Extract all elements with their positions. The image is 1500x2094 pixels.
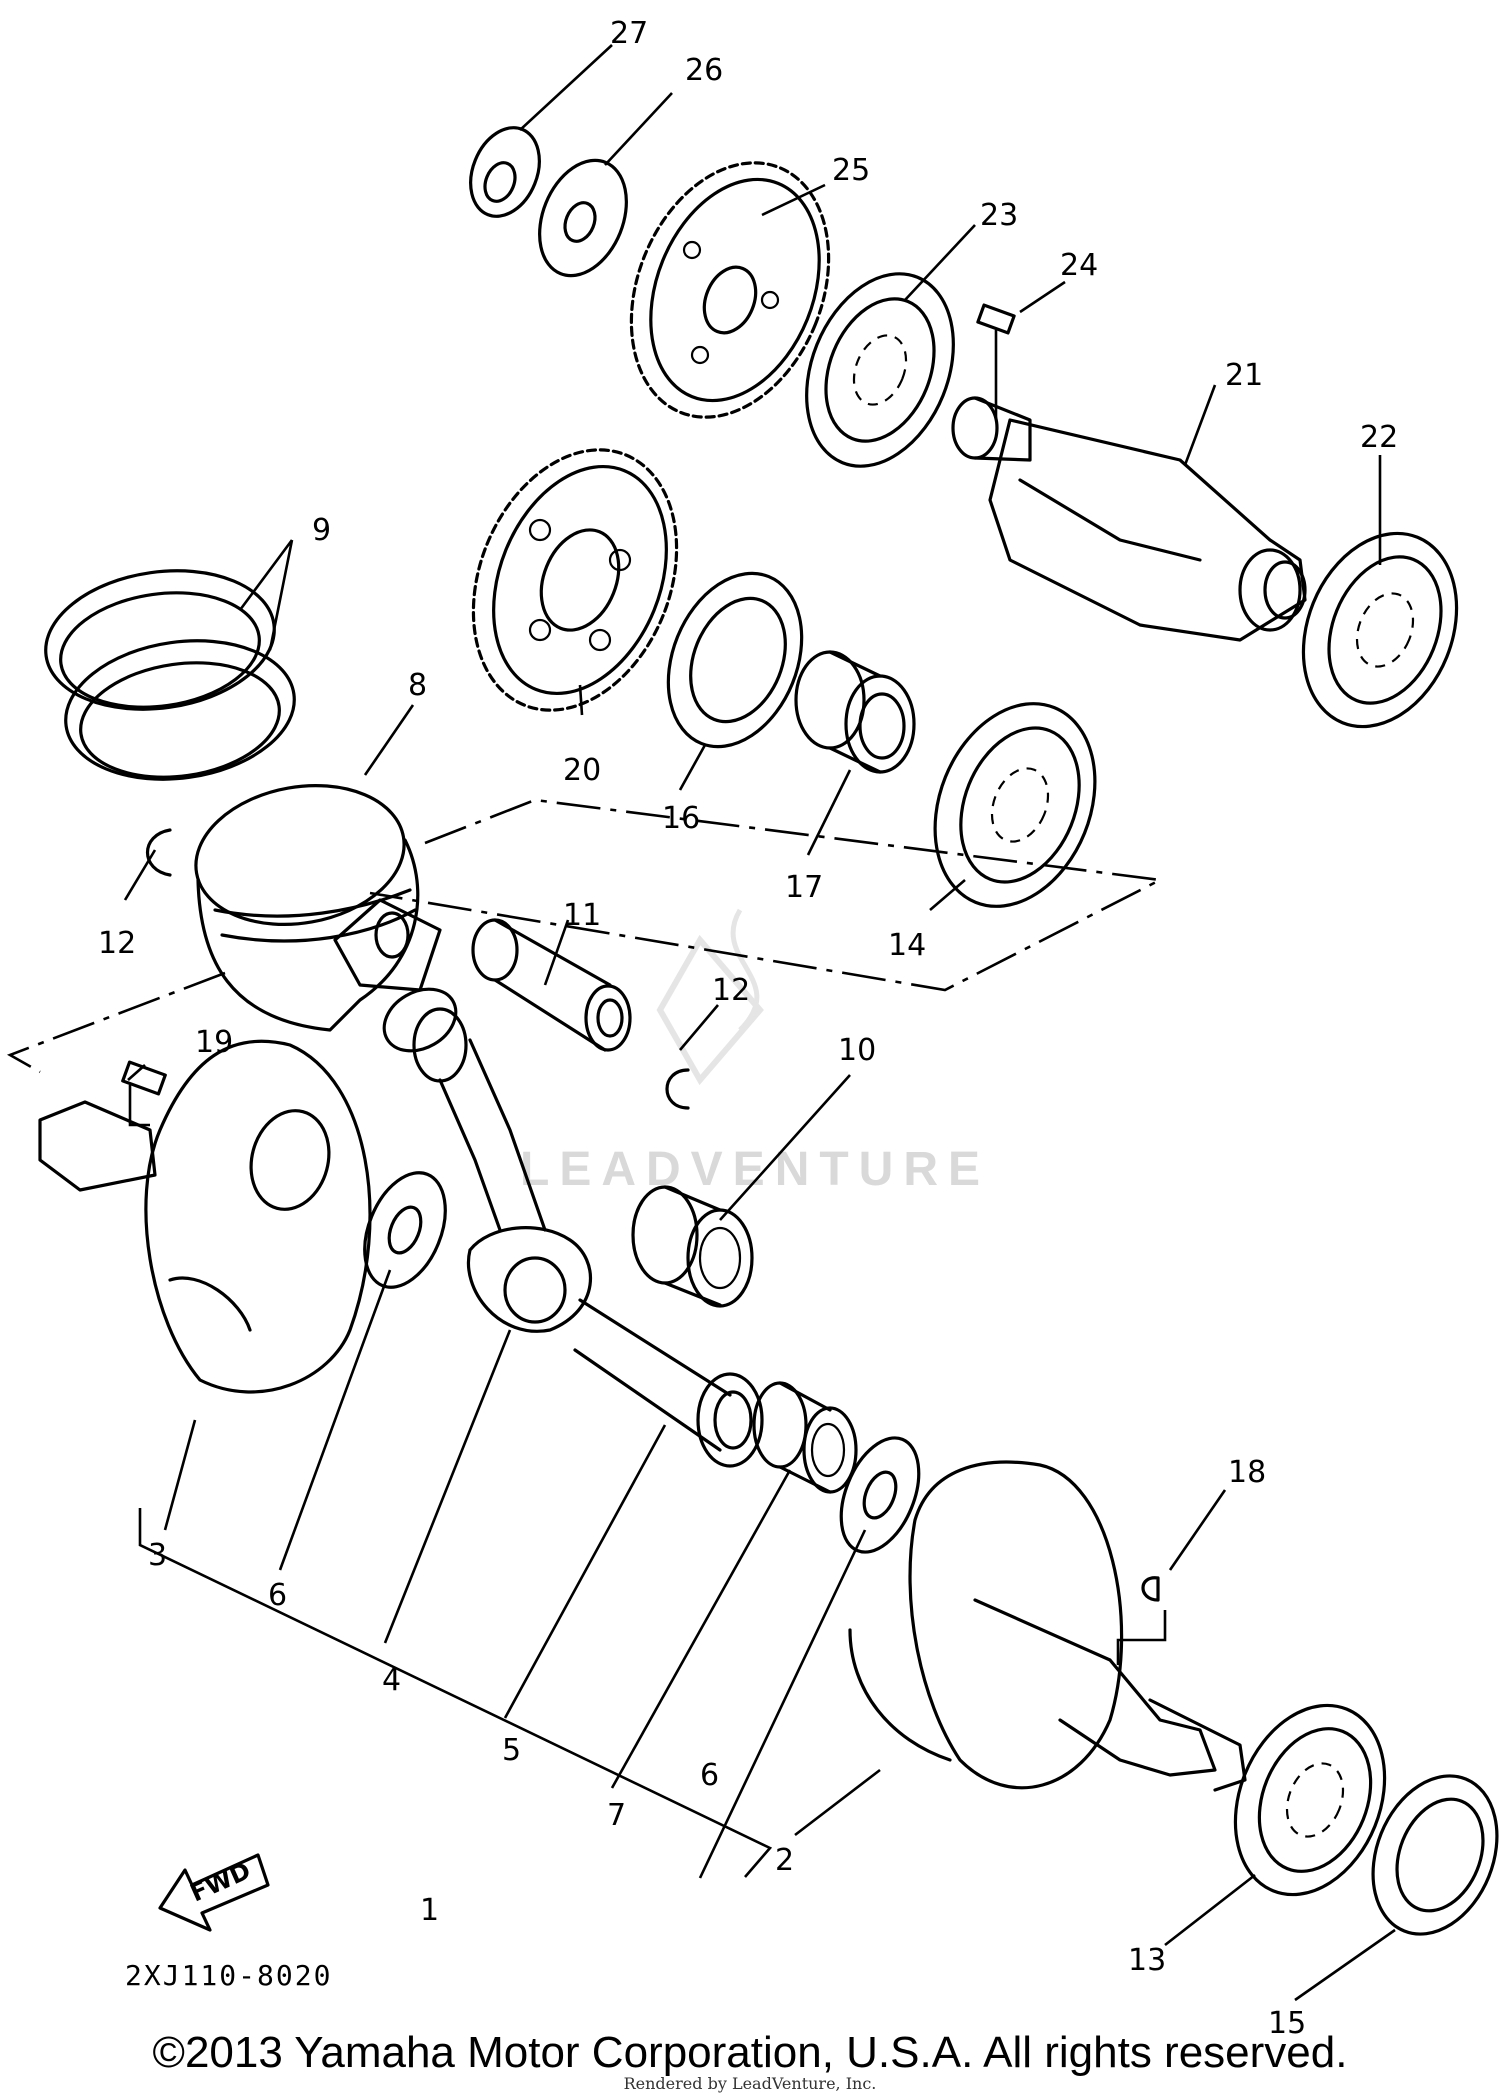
callout-3: 3 — [148, 1538, 167, 1573]
part-6-washer-left — [363, 1171, 447, 1289]
callout-20: 20 — [563, 753, 601, 788]
callout-2: 2 — [775, 1843, 794, 1878]
part-19-key — [121, 1060, 167, 1096]
callout-5: 5 — [502, 1733, 521, 1768]
part-25-gear — [629, 161, 831, 419]
part-24-key — [976, 303, 1016, 335]
watermark-text: LEADVENTURE — [520, 1143, 990, 1196]
callout-1: 1 — [420, 1893, 439, 1928]
part-6-washer-right — [839, 1436, 921, 1554]
part-9-piston-rings — [44, 569, 296, 781]
callout-9: 9 — [312, 513, 331, 548]
part-22-bearing — [1301, 531, 1459, 729]
part-7-needle-bearing — [752, 1381, 858, 1494]
callout-18: 18 — [1228, 1455, 1266, 1490]
callout-7: 7 — [607, 1798, 626, 1833]
callout-14: 14 — [888, 928, 926, 963]
fwd-arrow-icon: FWD — [158, 1853, 270, 1932]
part-5-crank-pin — [573, 1298, 764, 1468]
watermark-logo — [656, 908, 764, 1086]
callout-10: 10 — [838, 1033, 876, 1068]
callout-24: 24 — [1060, 248, 1098, 283]
part-17-collar — [794, 650, 916, 774]
part-20-gear — [471, 448, 679, 712]
part-12-clip-left — [145, 828, 172, 877]
rendered-by-credit: Rendered by LeadVenture, Inc. — [623, 2074, 877, 2093]
callout-21: 21 — [1225, 358, 1263, 393]
part-15-oil-seal — [1371, 1774, 1499, 1936]
part-12-clip-right — [665, 1068, 690, 1110]
callout-12-left: 12 — [98, 926, 136, 961]
part-18-key — [1141, 1576, 1160, 1602]
part-21-balancer-shaft — [951, 396, 1307, 642]
part-2-crank-right — [848, 1460, 1247, 1792]
part-23-bearing — [805, 272, 955, 468]
callout-6-right: 6 — [700, 1758, 719, 1793]
callout-19: 19 — [195, 1025, 233, 1060]
callout-16: 16 — [662, 801, 700, 836]
part-4-connecting-rod — [382, 987, 593, 1333]
part-14-bearing — [933, 702, 1097, 908]
part-11-piston-pin — [471, 918, 632, 1052]
callout-23: 23 — [980, 198, 1018, 233]
callout-11: 11 — [563, 898, 601, 933]
part-10-needle-bearing — [631, 1185, 754, 1308]
part-8-piston — [194, 783, 442, 1032]
callout-8: 8 — [408, 668, 427, 703]
diagram-code: 2XJ110-8020 — [125, 1959, 332, 1992]
leader-lines — [123, 44, 1396, 2002]
piston-assembly-guide-line — [369, 798, 1165, 992]
part-13-bearing — [1233, 1703, 1387, 1897]
callout-4: 4 — [382, 1663, 401, 1698]
callout-27: 27 — [610, 16, 648, 51]
callout-15: 15 — [1268, 2006, 1306, 2041]
callout-6-left: 6 — [268, 1578, 287, 1613]
callout-25: 25 — [832, 153, 870, 188]
callout-13: 13 — [1128, 1943, 1166, 1978]
callout-22: 22 — [1360, 420, 1398, 455]
part-27-nut — [469, 126, 541, 218]
fwd-label: FWD — [186, 1856, 255, 1907]
part-16-bearing — [666, 571, 804, 749]
part-3-crank-left — [38, 1039, 372, 1394]
callout-26: 26 — [685, 53, 723, 88]
crank-assembly-guide-line — [6, 971, 226, 1074]
callout-17: 17 — [785, 870, 823, 905]
callout-12-right: 12 — [712, 973, 750, 1008]
copyright-notice: ©2013 Yamaha Motor Corporation, U.S.A. A… — [152, 2028, 1348, 2077]
part-26-washer — [538, 158, 628, 278]
crankshaft-assembly-bracket — [138, 1508, 773, 1878]
